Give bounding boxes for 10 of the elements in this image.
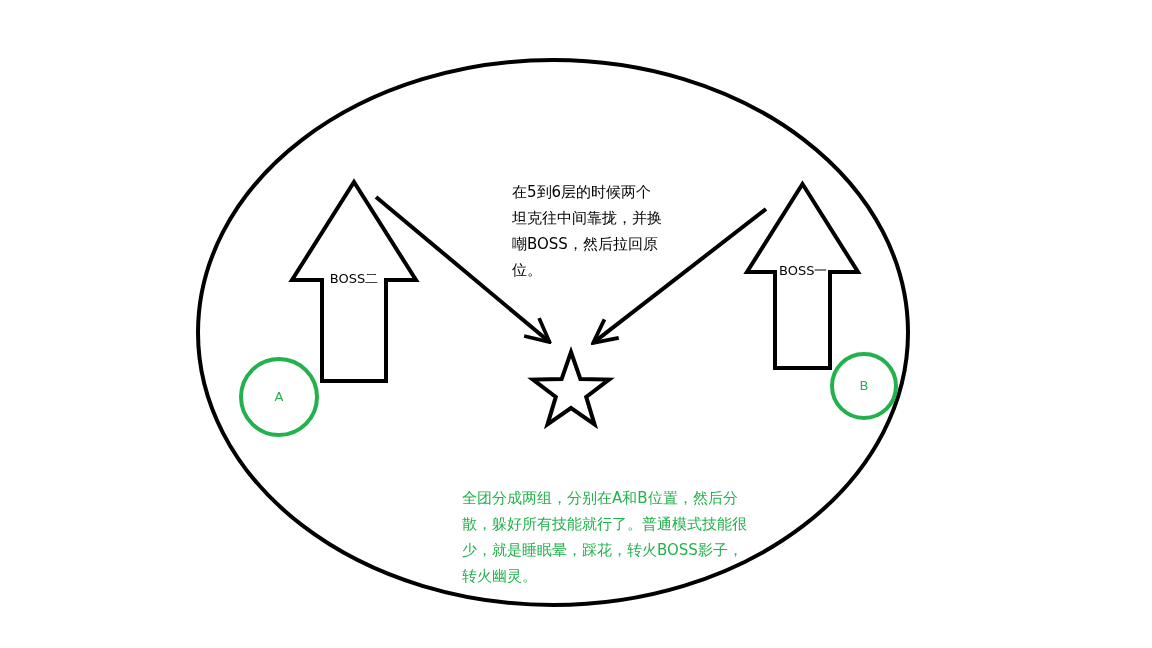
position-letter: B — [859, 378, 869, 394]
note-text: 全团分成两组，分别在A和B位置，然后分散，躲好所有技能就行了。普通模式技能很少，就是睡眠晕，踩花，转火BOSS影子，转火幽灵。 — [462, 488, 748, 587]
arrow — [374, 195, 552, 344]
position-letter: A — [274, 389, 284, 405]
arrow — [591, 207, 768, 345]
boss-label: BOSS二 — [328, 270, 380, 288]
position-circle — [239, 357, 319, 437]
note-text: 在5到6层的时候两个坦克往中间靠拢，并换嘲BOSS，然后拉回原位。 — [512, 182, 662, 281]
boss-label: BOSS一 — [779, 262, 826, 280]
position-circle — [830, 352, 898, 420]
